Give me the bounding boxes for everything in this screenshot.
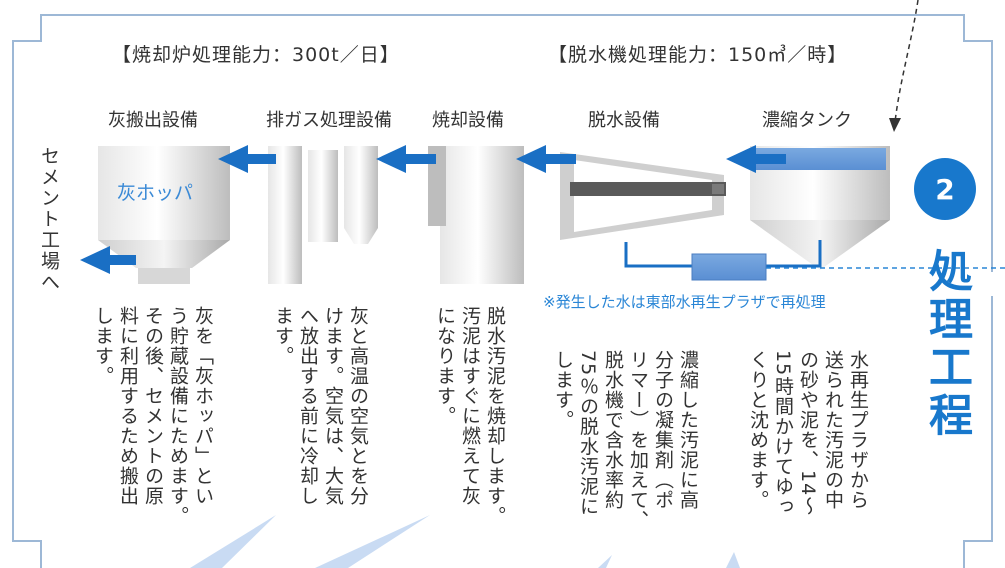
step-badge: 2: [914, 158, 976, 220]
frame-left-step: [12, 40, 42, 42]
water-pipe-2: [766, 240, 822, 268]
water-pipe: [624, 242, 692, 268]
frame-top: [40, 14, 965, 16]
frame-bottom-left: [12, 540, 42, 542]
frame-bottom-right-drop: [963, 540, 965, 568]
flow-arrow: [376, 145, 436, 173]
flow-arrow: [218, 145, 276, 173]
ray-3: [598, 555, 612, 568]
inflow-arrowhead: [889, 118, 901, 132]
frame-right-lower: [991, 296, 993, 540]
dewatering-machine: [560, 152, 726, 240]
water-treatment-box: [691, 253, 767, 281]
ray-2: [315, 515, 430, 568]
label-exhaust-equipment: 排ガス処理設備: [266, 110, 392, 131]
description-incineration: 脱水汚泥を焼却します。 汚泥はすぐに燃えて灰 になります。: [434, 306, 506, 526]
incinerator: [428, 146, 524, 284]
destination-label: セメント工場へ: [38, 146, 60, 293]
incinerator-capacity: 【焼却炉処理能力：300t／日】: [112, 44, 400, 66]
ash-hopper: [98, 146, 230, 284]
frame-bottom-right: [963, 540, 993, 542]
description-thickening: 水再生プラザから 送られた汚泥の中 の砂や泥を、14～ 15時間かけてゆっ くり…: [747, 350, 869, 517]
water-note: ※発生した水は東部水再生プラザで再処理: [543, 293, 826, 311]
flow-arrow: [516, 145, 576, 173]
frame-left: [12, 40, 14, 540]
label-ash-equipment: 灰搬出設備: [108, 110, 198, 131]
flow-arrow: [80, 246, 136, 274]
description-dewatering: 濃縮した汚泥に高 分子の凝集剤（ポ リマー）を加えて、 脱水機で含水率約 75％…: [552, 350, 699, 530]
label-thickening-tank: 濃縮タンク: [762, 110, 852, 131]
dewatering-capacity: 【脱水機処理能力：150㎥／時】: [548, 44, 848, 66]
frame-right-step: [963, 40, 993, 42]
frame-left-corner: [40, 14, 42, 40]
frame-right-corner: [963, 14, 965, 40]
label-dewatering-equipment: 脱水設備: [588, 110, 660, 131]
hopper-label: 灰ホッパ: [117, 182, 194, 204]
step-title: 処理工程: [921, 248, 972, 440]
inflow-dashed-line: [894, 0, 919, 123]
description-exhaust: 灰と高温の空気とを分 けます。空気は、大気 へ放出する前に冷却し ます。: [272, 306, 369, 506]
ray-4: [726, 552, 740, 568]
frame-right-upper: [991, 40, 993, 272]
flow-arrow: [726, 145, 786, 173]
exhaust-equipment: [268, 146, 378, 284]
label-incineration-equipment: 焼却設備: [432, 110, 504, 131]
description-ash: 灰を「灰ホッパ」とい う貯蔵設備にためます。 その後、セメントの原 料に利用する…: [92, 306, 214, 526]
frame-bottom-left-drop: [40, 540, 42, 568]
ray-1: [190, 515, 276, 568]
